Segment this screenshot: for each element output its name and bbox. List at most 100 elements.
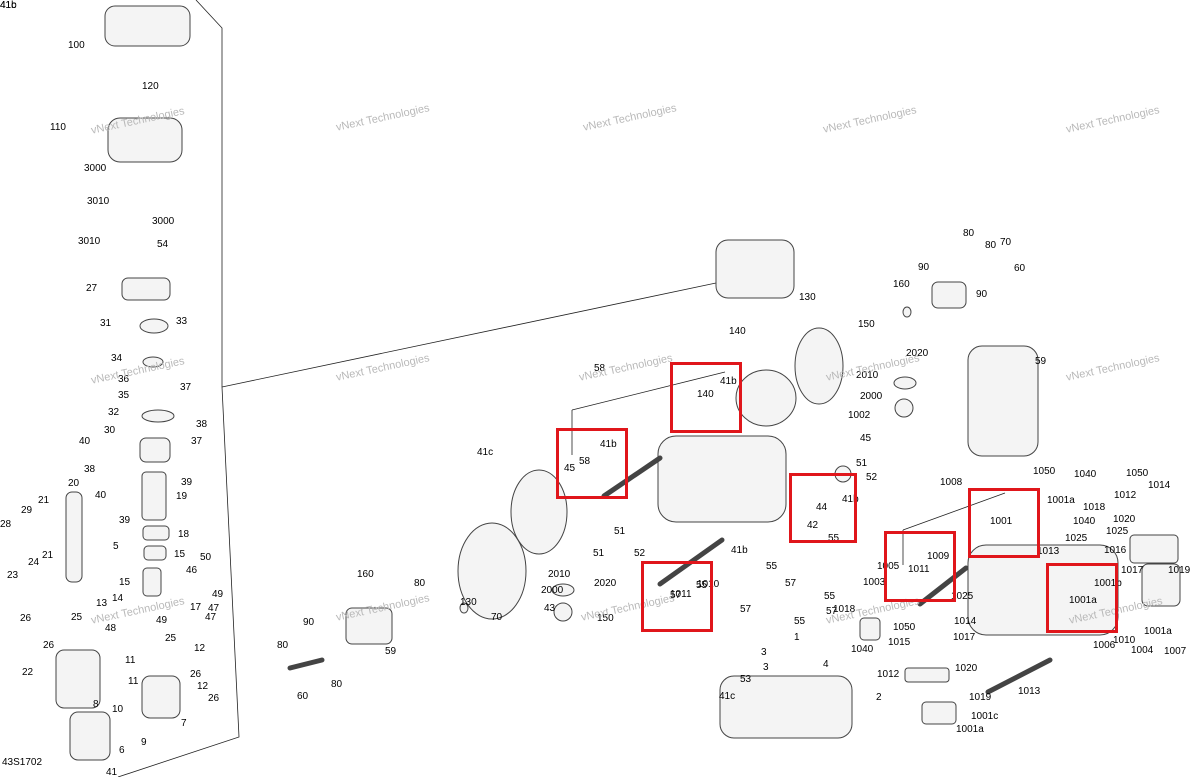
frame-casting	[657, 435, 787, 523]
link-bracket	[904, 667, 950, 683]
highlight-box	[789, 473, 857, 543]
callout-label: 1014	[954, 616, 977, 627]
callout-label: 54	[157, 239, 169, 250]
o-ring	[141, 409, 175, 423]
pump	[931, 281, 967, 309]
callout-label: 39	[181, 477, 193, 488]
callout-label: 55	[696, 580, 708, 591]
callout-label: 3000	[152, 216, 175, 227]
callout-label: 15	[119, 577, 131, 588]
valve-cover	[104, 5, 191, 47]
callout-label: 1018	[833, 604, 856, 615]
callout-label: 1001a	[956, 724, 984, 735]
callout-label: 1018	[1083, 502, 1106, 513]
callout-label: 1013	[1037, 546, 1060, 557]
callout-label: 57	[740, 604, 752, 615]
callout-label: 25	[165, 633, 177, 644]
seal	[893, 376, 917, 390]
throttle-plate	[121, 277, 171, 301]
group-bracket-41	[571, 371, 726, 411]
callout-label: 36	[118, 374, 130, 385]
callout-label: 1013	[1018, 686, 1041, 697]
callout-label: 2010	[548, 569, 571, 580]
callout-label: 1007	[1164, 646, 1187, 657]
callout-label: 58	[579, 456, 591, 467]
plate	[1129, 534, 1179, 564]
callout-label: 1019	[969, 692, 992, 703]
callout-label: 11	[125, 655, 136, 666]
callout-label: 31	[100, 318, 112, 329]
footrest	[1141, 563, 1181, 607]
callout-label: 12	[194, 643, 206, 654]
highlight-box	[641, 561, 713, 632]
callout-label: 8	[93, 699, 99, 710]
callout-label: 1008	[940, 477, 963, 488]
callout-label: 59	[1035, 356, 1047, 367]
callout-label: 57	[670, 590, 682, 601]
callout-label: 13	[96, 598, 108, 609]
cover-gasket	[107, 117, 183, 163]
fitting	[553, 602, 573, 622]
callout-label: 1040	[1073, 516, 1096, 527]
callout-label: 1	[794, 632, 800, 643]
callout-label: 130	[799, 292, 816, 303]
callout-label: 51	[614, 526, 626, 537]
callout-label: 18	[178, 529, 190, 540]
callout-label: 2000	[541, 585, 564, 596]
callout-label: 32	[108, 407, 120, 418]
gasket-ring	[510, 469, 568, 555]
callout-label: 1040	[851, 644, 874, 655]
shaft	[985, 657, 1053, 695]
engine-cover	[794, 327, 844, 405]
callout-label: 1001b	[1094, 578, 1122, 589]
callout-label: 41b	[731, 545, 748, 556]
callout-label: 45	[860, 433, 872, 444]
callout-label: 90	[303, 617, 315, 628]
callout-label: 37	[191, 436, 203, 447]
callout-label: 40	[95, 490, 107, 501]
callout-label: 3000	[84, 163, 107, 174]
callout-label: 29	[21, 505, 33, 516]
callout-label: 51	[593, 548, 605, 559]
callout-label: 1019	[1168, 565, 1191, 576]
callout-label: 140	[697, 389, 714, 400]
highlight-box	[884, 531, 956, 602]
callout-label: 55	[794, 616, 806, 627]
callout-label: 20	[68, 478, 80, 489]
callout-label: 3	[763, 662, 769, 673]
callout-label: 1002	[848, 410, 871, 421]
callout-label: 2020	[594, 578, 617, 589]
fork	[142, 567, 162, 597]
callout-label: 45	[564, 463, 576, 474]
callout-label: 3010	[87, 196, 110, 207]
callout-label: 90	[976, 289, 988, 300]
guard	[55, 649, 101, 709]
callout-label: 47	[205, 612, 217, 623]
bracket	[141, 675, 181, 719]
callout-label: 41c	[719, 691, 736, 702]
callout-label: 1040	[1074, 469, 1097, 480]
rotor-disc	[457, 522, 527, 620]
callout-label: 12	[197, 681, 209, 692]
callout-label: 3010	[78, 236, 101, 247]
callout-label: 55	[828, 533, 840, 544]
engine-block	[715, 239, 795, 299]
callout-label: 130	[460, 597, 477, 608]
callout-label: 40	[79, 436, 91, 447]
callout-label: 58	[594, 363, 606, 374]
callout-label: 3	[761, 647, 767, 658]
callout-label: 41c	[0, 0, 17, 11]
callout-label: 1017	[1121, 565, 1144, 576]
callout-label: 150	[597, 613, 614, 624]
callout-label: 23	[7, 570, 19, 581]
callout-label: 55	[766, 561, 778, 572]
callout-label: 1050	[1126, 468, 1149, 479]
callout-label: 57	[826, 606, 838, 617]
callout-label: 80	[331, 679, 343, 690]
callout-label: 80	[963, 228, 975, 239]
callout-label: 1001c	[971, 711, 999, 722]
seal-ring	[142, 356, 164, 368]
callout-label: 15	[174, 549, 186, 560]
callout-label: 30	[104, 425, 116, 436]
ring-160	[902, 306, 912, 318]
